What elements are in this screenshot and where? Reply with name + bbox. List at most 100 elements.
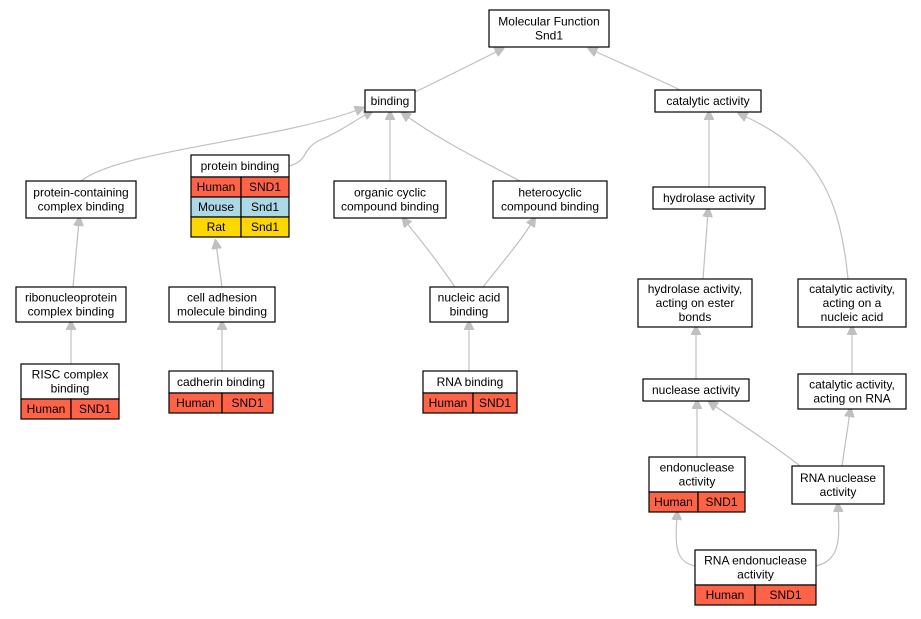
term-box — [797, 278, 907, 328]
term-label: activity — [679, 475, 716, 489]
gene-label: SND1 — [231, 396, 263, 410]
edge-rna-nuclease-to-catalytic-rna — [841, 412, 850, 467]
species-label: Mouse — [198, 200, 234, 214]
edge-cell-adhesion-to-protein-binding — [216, 244, 223, 288]
term-label: Snd1 — [535, 29, 563, 43]
term-label: protein-containing — [33, 186, 128, 200]
species-label: Human — [197, 180, 236, 194]
edge-catalytic-to-root — [592, 50, 681, 91]
term-label: compound binding — [341, 200, 439, 214]
edge-nucleic-acid-to-organic-cyclic — [405, 221, 456, 288]
gene-label: Snd1 — [251, 200, 279, 214]
term-label: nuclease activity — [652, 383, 740, 397]
term-label: binding — [450, 305, 489, 319]
term-box — [791, 465, 885, 505]
edge-ribonucleoprotein-to-protein-containing — [72, 221, 79, 288]
term-box — [797, 373, 907, 410]
species-label: Human — [176, 396, 215, 410]
term-label: hydrolase activity — [663, 191, 755, 205]
term-label: catalytic activity — [666, 94, 749, 108]
term-label: nucleic acid — [438, 291, 501, 305]
edge-catalytic-nucleic-to-catalytic — [742, 115, 849, 280]
term-box — [637, 278, 753, 328]
term-label: RNA nuclease — [800, 471, 876, 485]
edges-layer — [71, 50, 852, 567]
term-box — [15, 286, 127, 323]
term-label: cell adhesion — [187, 291, 257, 305]
term-box — [488, 9, 610, 48]
term-label: bonds — [679, 310, 712, 324]
term-label: nucleic acid — [821, 310, 884, 324]
term-label: heterocyclic — [518, 186, 581, 200]
go-term-binding[interactable]: binding — [364, 89, 416, 113]
species-label: Human — [27, 402, 66, 416]
term-label: Molecular Function — [498, 15, 599, 29]
edge-nucleic-acid-to-heterocyclic — [482, 221, 533, 288]
species-label: Rat — [207, 220, 226, 234]
term-label: binding — [371, 94, 410, 108]
term-box — [25, 180, 137, 219]
term-label: RNA binding — [437, 375, 504, 389]
term-label: acting on ester — [656, 296, 735, 310]
term-box — [648, 456, 746, 493]
edge-rna-endonuclease-to-rna-nuclease — [815, 507, 839, 567]
term-box — [654, 89, 762, 113]
edge-binding-to-root — [414, 50, 500, 93]
term-label: hydrolase activity, — [648, 282, 742, 296]
term-box — [694, 549, 817, 586]
term-label: RISC complex — [32, 368, 109, 382]
term-label: complex binding — [28, 305, 115, 319]
term-label: binding — [51, 382, 90, 396]
gene-cell — [697, 491, 746, 513]
go-term-nuclease[interactable]: nuclease activity — [642, 378, 750, 402]
gene-cell — [472, 392, 518, 414]
term-label: complex binding — [38, 200, 125, 214]
term-label: endonuclease — [660, 461, 735, 475]
term-label: ribonucleoprotein — [25, 291, 117, 305]
edge-rna-nuclease-to-nuclease — [712, 404, 801, 467]
edge-protein-containing-to-binding — [80, 109, 360, 182]
gene-cell — [240, 216, 290, 238]
gene-cell — [754, 584, 817, 606]
gene-label: SND1 — [769, 588, 801, 602]
edge-heterocyclic-to-binding — [405, 115, 521, 182]
term-label: protein binding — [201, 159, 280, 173]
term-label: acting on RNA — [813, 392, 890, 406]
go-term-catalytic[interactable]: catalytic activity — [654, 89, 762, 113]
term-box — [168, 286, 276, 323]
go-term-catalytic-rna[interactable]: catalytic activity,acting on RNA — [797, 373, 907, 410]
edge-hydrolase-ester-to-hydrolase — [702, 212, 708, 280]
term-box — [429, 286, 509, 323]
term-box — [333, 180, 447, 219]
term-box — [652, 186, 766, 210]
gene-cell — [70, 398, 120, 420]
gene-cell — [221, 392, 274, 414]
edge-protein-binding-to-binding — [288, 113, 369, 167]
term-box — [20, 363, 120, 400]
species-label: Human — [429, 396, 468, 410]
gene-label: SND1 — [479, 396, 511, 410]
term-label: catalytic activity, — [809, 378, 895, 392]
gene-label: SND1 — [79, 402, 111, 416]
go-term-hydrolase[interactable]: hydrolase activity — [652, 186, 766, 210]
gene-label: SND1 — [705, 495, 737, 509]
term-label: acting on a — [823, 296, 882, 310]
